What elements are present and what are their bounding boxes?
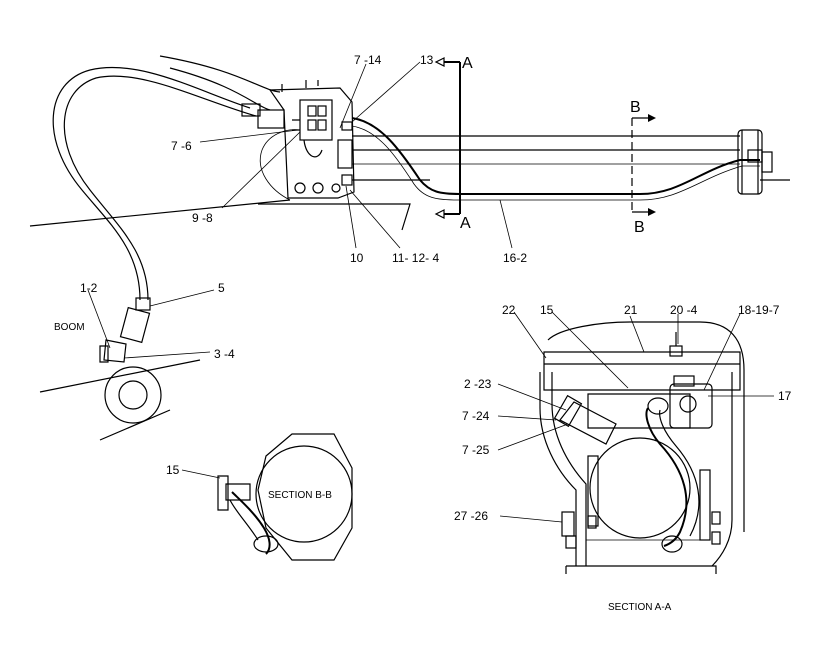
callout-labels: 7 -14 13 7 -6 9 -8 10 11- 12- 4 16-2 1-2… <box>80 53 792 523</box>
leader-lines-main <box>87 61 513 359</box>
callout-7-24: 7 -24 <box>462 409 490 423</box>
callout-13: 13 <box>420 53 434 67</box>
boom-fitting <box>99 297 151 363</box>
callout-2-23: 2 -23 <box>464 377 492 391</box>
callout-3-4: 3 -4 <box>214 347 235 361</box>
boom-label: BOOM <box>54 322 85 333</box>
cylinder-clamp <box>737 129 773 195</box>
callout-15-section-aa: 15 <box>540 303 554 317</box>
section-marker-labels: A A B B <box>460 55 645 236</box>
section-a-cut <box>434 57 461 219</box>
callout-15-section-bb: 15 <box>166 463 180 477</box>
section-aa-view <box>497 311 774 574</box>
callout-7-14: 7 -14 <box>354 53 382 67</box>
callout-10: 10 <box>350 251 364 265</box>
section-a-top-label: A <box>462 55 473 72</box>
callout-11-12-4: 11- 12- 4 <box>392 251 439 265</box>
hose-loop <box>52 55 285 301</box>
section-bb-view <box>181 433 353 561</box>
section-b-cut <box>631 114 656 216</box>
section-bb-title: SECTION B-B <box>268 490 332 501</box>
section-b-bottom-label: B <box>634 219 645 236</box>
valve-block <box>268 80 355 199</box>
callout-1-2: 1-2 <box>80 281 98 295</box>
callout-27-26: 27 -26 <box>454 509 488 523</box>
callout-21: 21 <box>624 303 638 317</box>
boom-pin <box>104 366 162 424</box>
callout-9-8: 9 -8 <box>192 211 213 225</box>
callout-7-25: 7 -25 <box>462 443 490 457</box>
callout-18-19-7: 18-19-7 <box>738 303 780 317</box>
callout-16-2: 16-2 <box>503 251 527 265</box>
section-a-bottom-label: A <box>460 215 471 232</box>
section-b-top-label: B <box>630 99 641 116</box>
callout-7-6: 7 -6 <box>171 139 192 153</box>
callout-5: 5 <box>218 281 225 295</box>
callout-22: 22 <box>502 303 516 317</box>
view-labels: BOOM SECTION B-B SECTION A-A <box>54 322 672 613</box>
boom-body-lines <box>352 135 790 181</box>
tube-16-2 <box>351 117 760 201</box>
callout-17: 17 <box>778 389 792 403</box>
boom-outline <box>29 129 411 441</box>
callout-20-4: 20 -4 <box>670 303 698 317</box>
section-aa-title: SECTION A-A <box>608 602 672 613</box>
